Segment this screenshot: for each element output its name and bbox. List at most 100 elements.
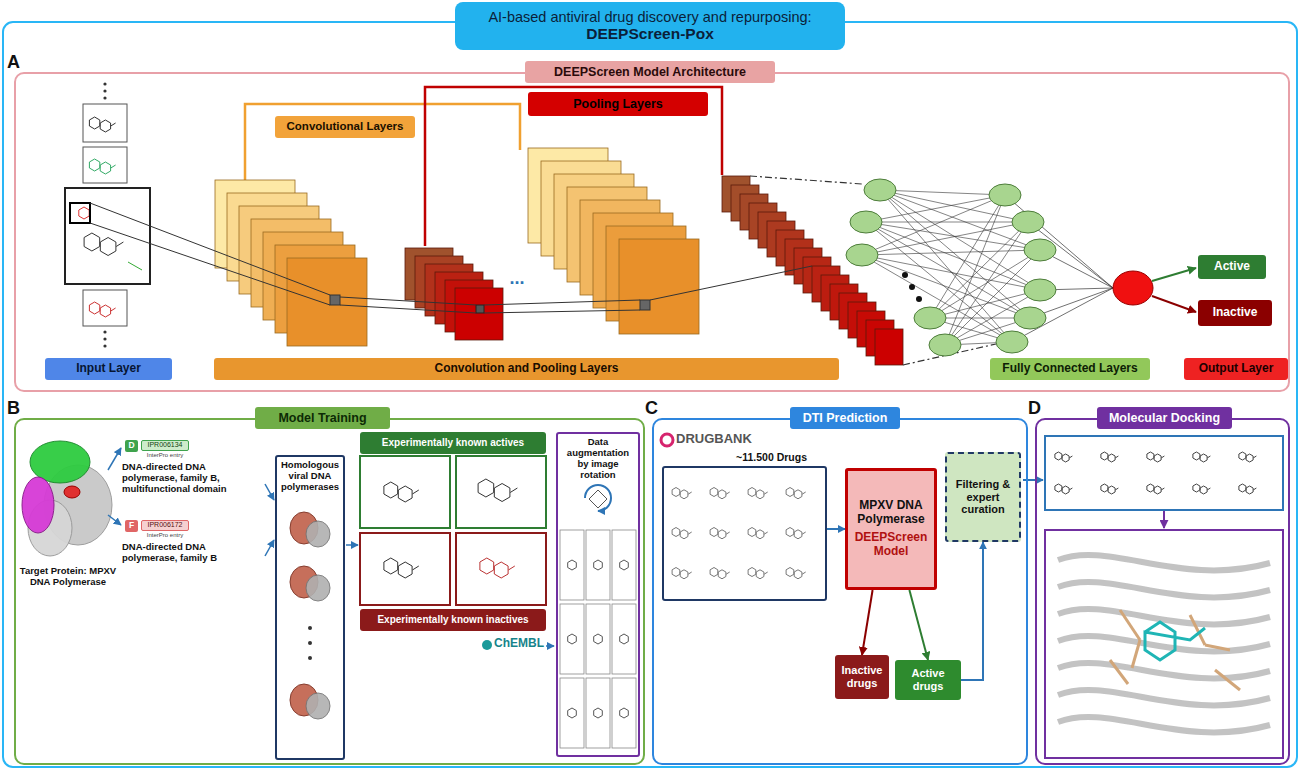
dense-link <box>862 255 1030 318</box>
class-arrow <box>1152 268 1196 281</box>
result-box: Inactive drugs <box>835 655 889 699</box>
database-logo: ChEMBL <box>494 637 544 651</box>
dense-link <box>862 250 1040 255</box>
molecule-ring <box>84 233 100 251</box>
protein-ribbon <box>1058 609 1270 624</box>
molecule-ring <box>786 568 794 577</box>
residue-stick <box>1120 610 1140 640</box>
polymerase-icon <box>306 521 330 547</box>
protein-ribbon <box>1058 663 1270 678</box>
node-text: Pooling Layers <box>573 97 663 111</box>
molecule-ring <box>1062 486 1069 494</box>
input-image <box>83 147 127 183</box>
dense-link <box>945 195 1005 345</box>
dense-link <box>866 222 1012 342</box>
augmented-image <box>586 678 610 748</box>
set-header: Experimentally known inactives <box>360 609 546 631</box>
node-text: DEEPScreen Model <box>851 531 931 559</box>
rotation-icon <box>589 490 607 508</box>
molecule-ring <box>568 708 577 718</box>
neuron <box>996 331 1028 353</box>
node-text: IPR006172 <box>147 521 182 529</box>
molecule-bond <box>128 262 142 270</box>
molecule-ring <box>478 479 494 497</box>
node-text: Active <box>1214 260 1250 274</box>
ellipsis-dot <box>902 272 908 278</box>
molecule-bond <box>1161 488 1164 490</box>
molecule-ring <box>1200 486 1207 494</box>
dense-link <box>930 195 1005 318</box>
protein-ribbon <box>1058 555 1270 570</box>
node-text: ~11.500 Drugs <box>736 451 807 463</box>
node-text: D <box>128 441 134 451</box>
node-text: Experimentally known actives <box>382 437 524 449</box>
molecule-ring <box>594 708 603 718</box>
set-header: Experimentally known actives <box>360 432 546 454</box>
panel: BModel TrainingDIPR006134FIPR006172Homol… <box>14 418 645 765</box>
molecule-bond <box>1253 488 1256 490</box>
polymerase-icon <box>306 575 330 601</box>
connector-arrow <box>909 590 928 660</box>
ellipsis-dot <box>103 330 106 333</box>
arrow <box>1023 479 1043 481</box>
neuron <box>1014 307 1046 329</box>
node-text: Inactive <box>1213 306 1258 320</box>
molecule-bond <box>1069 488 1072 490</box>
molecule-ring <box>398 486 412 502</box>
residue-stick <box>1132 640 1140 668</box>
molecule-ring <box>794 570 802 579</box>
molecule-ring <box>1246 454 1253 462</box>
title-box: AI-based antiviral drug discovery and re… <box>455 2 845 50</box>
residue-stick <box>1215 670 1240 690</box>
protein-ribbon <box>1058 636 1270 651</box>
augmented-image <box>612 604 636 674</box>
projection-line <box>340 297 476 305</box>
molecule-bond <box>802 492 806 494</box>
molecule-image <box>360 456 450 528</box>
projection-line <box>90 223 330 305</box>
neuron <box>989 184 1021 206</box>
badge: D <box>125 440 138 452</box>
dense-link <box>862 195 1005 255</box>
neuron <box>929 334 961 356</box>
node-text: Convolution and Pooling Layers <box>434 362 618 376</box>
molecule-bond <box>1207 456 1210 458</box>
node-text: Output Layer <box>1199 362 1274 376</box>
conv-bracket <box>245 104 520 180</box>
database-badge: IPR006172 <box>141 520 189 531</box>
ellipsis-label: ... <box>500 268 534 289</box>
feature-map <box>287 258 367 346</box>
neuron <box>1024 239 1056 261</box>
augmented-image <box>560 604 584 674</box>
ellipsis-dot <box>103 344 106 347</box>
ellipsis-dot <box>916 296 922 302</box>
molecule-bond <box>1207 488 1210 490</box>
ellipsis-dot <box>308 641 312 645</box>
layer-bar: Output Layer <box>1184 358 1288 380</box>
kernel-mark <box>640 300 650 310</box>
protein-ribbon <box>1058 717 1270 732</box>
molecule-ring <box>1193 484 1200 492</box>
node-text: DTI Prediction <box>803 411 888 425</box>
arrow <box>265 484 274 500</box>
molecule-ring <box>89 302 99 314</box>
molecule-bond <box>508 566 514 570</box>
molecule-ring <box>748 528 756 537</box>
molecule-ring <box>1101 452 1108 460</box>
layer-bar: Convolution and Pooling Layers <box>214 358 839 380</box>
molecule-bond <box>764 532 768 534</box>
result-box: Active drugs <box>895 660 961 700</box>
dense-link <box>866 222 1028 223</box>
molecule-ring <box>1200 454 1207 462</box>
molecule-ring <box>1246 486 1253 494</box>
input-image-main <box>65 188 150 284</box>
panel-header: DEEPScreen Model Architecture <box>525 61 775 83</box>
molecule-ring <box>89 117 99 129</box>
molecule-bond <box>510 488 517 493</box>
ellipsis-dot <box>103 337 106 340</box>
dense-link <box>862 255 1040 290</box>
molecule-ring <box>1055 452 1062 460</box>
molecule-ring <box>494 562 508 578</box>
receptive-field <box>70 203 90 223</box>
